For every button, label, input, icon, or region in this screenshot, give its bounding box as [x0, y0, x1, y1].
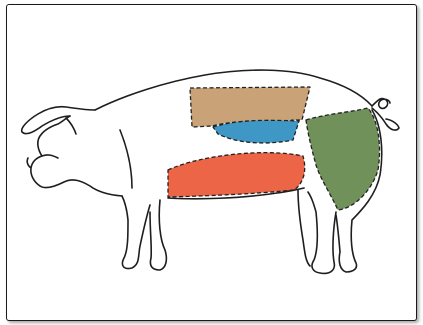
ham-cut-region	[306, 108, 380, 210]
belly-cut-region	[168, 153, 305, 197]
shoulder-line	[120, 130, 132, 188]
ear-icon	[22, 107, 95, 134]
front-leg-front	[122, 196, 150, 269]
hind-leg-front	[308, 192, 336, 273]
chest-line	[40, 180, 122, 196]
snout-icon	[27, 155, 58, 186]
ear-inner-line	[66, 118, 76, 134]
belly-line	[168, 188, 310, 266]
tenderloin-cut-region	[213, 120, 299, 143]
face-line	[38, 116, 70, 156]
front-leg-back	[150, 200, 166, 270]
